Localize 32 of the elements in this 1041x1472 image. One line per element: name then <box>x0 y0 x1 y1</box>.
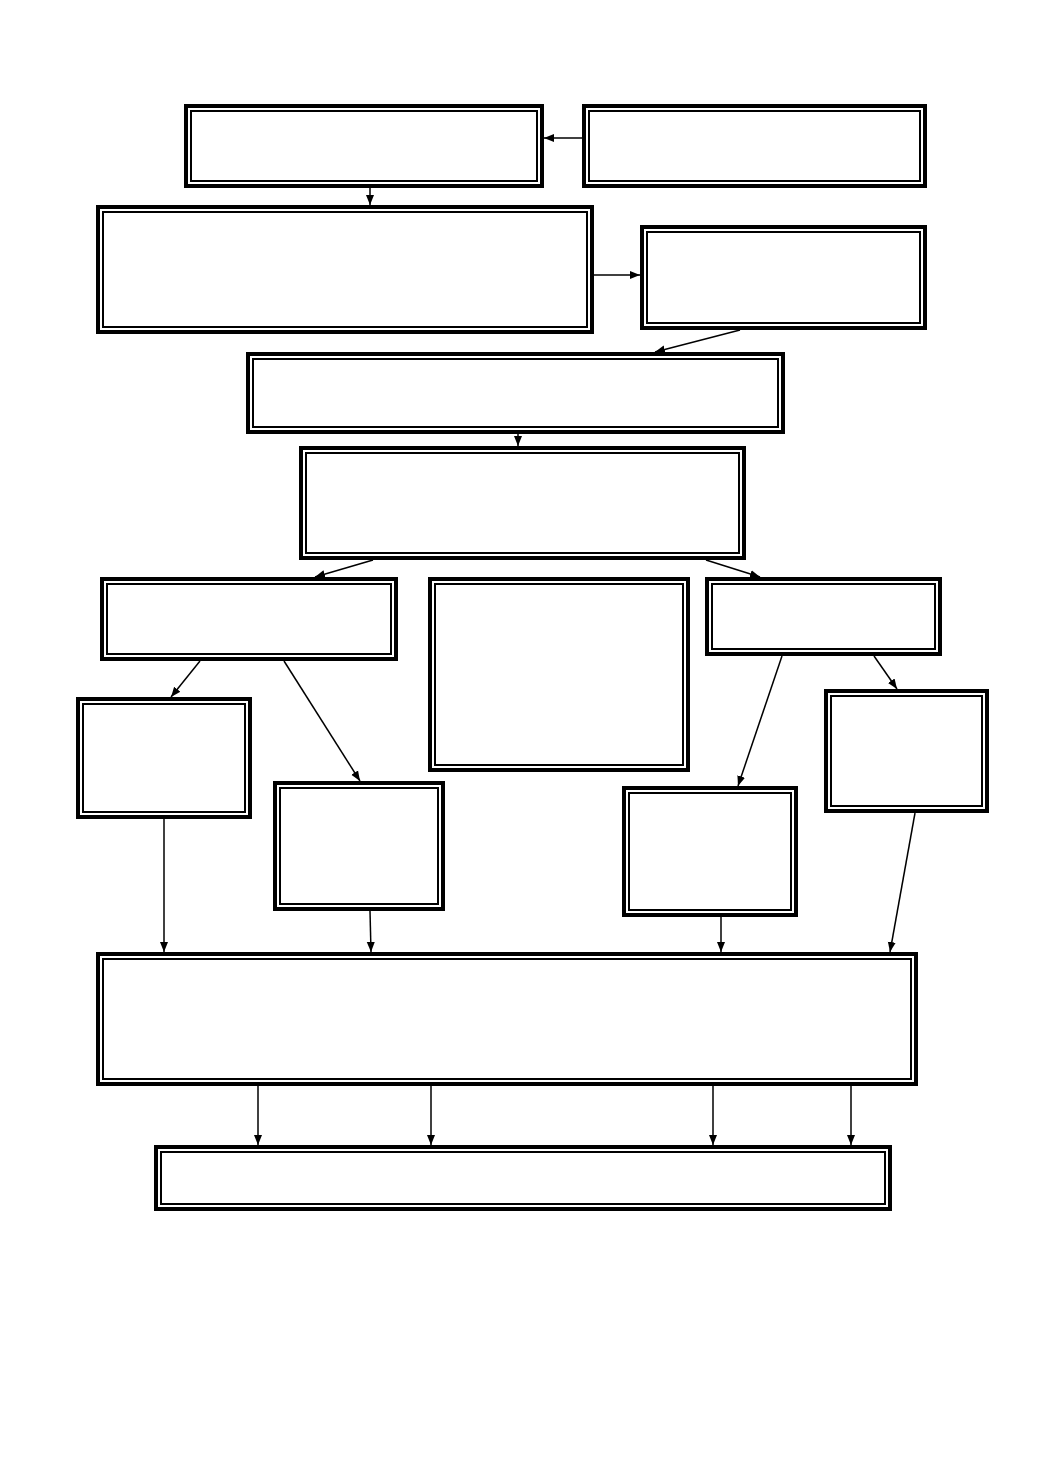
process-box <box>246 352 785 434</box>
arrow <box>737 655 783 787</box>
arrow <box>366 910 375 953</box>
process-box <box>622 786 798 917</box>
process-box <box>184 104 544 188</box>
arrow <box>543 134 583 142</box>
arrow <box>887 812 916 953</box>
arrow <box>709 1085 717 1146</box>
process-box <box>273 781 445 911</box>
process-box <box>96 952 918 1086</box>
process-box <box>154 1145 892 1211</box>
arrow <box>283 660 361 782</box>
process-box <box>100 577 398 661</box>
process-box <box>640 225 927 330</box>
process-box <box>582 104 927 188</box>
arrow <box>705 559 761 578</box>
arrow <box>717 916 725 953</box>
process-box <box>428 577 690 772</box>
arrow <box>160 818 168 953</box>
arrow <box>873 655 898 690</box>
process-box <box>299 446 746 560</box>
arrow <box>366 187 374 206</box>
arrow <box>170 660 201 698</box>
arrow <box>514 433 522 447</box>
process-box <box>76 697 252 819</box>
arrow <box>254 1085 262 1146</box>
arrow <box>847 1085 855 1146</box>
arrow <box>427 1085 435 1146</box>
process-box <box>705 577 942 656</box>
arrow <box>593 271 641 279</box>
process-box <box>96 205 594 334</box>
process-box <box>824 689 989 813</box>
